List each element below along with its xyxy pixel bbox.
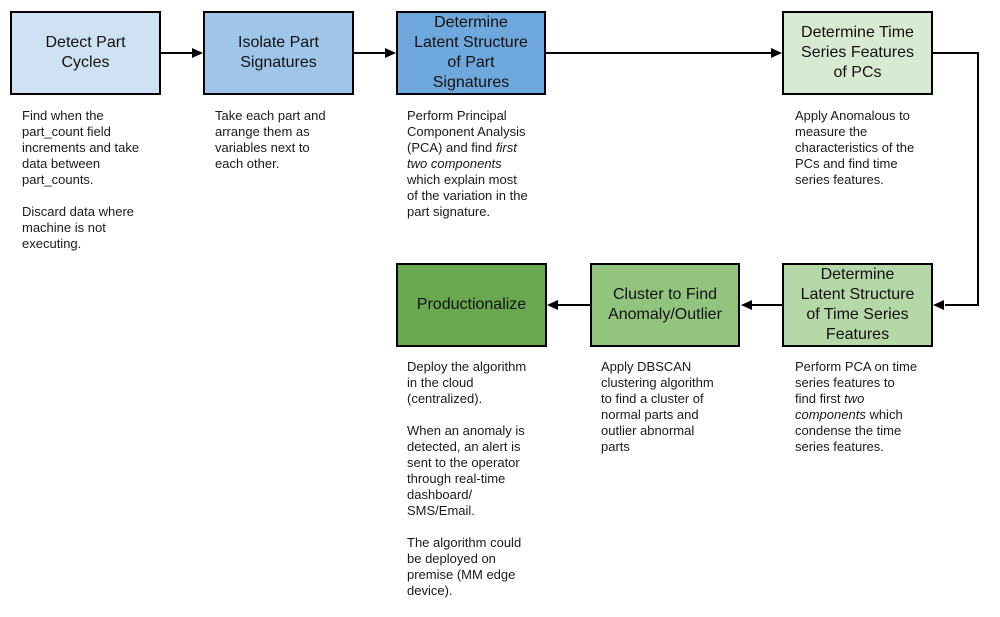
flow-node-isolate-part-signatures: Isolate Part Signatures: [203, 11, 354, 95]
arrow-elbow-bottom-segment: [945, 304, 979, 306]
arrowhead-left-icon: [741, 300, 752, 310]
arrow-line-isolate-to-latent: [354, 52, 385, 54]
arrow-line-latent-to-tsfeatures: [546, 52, 771, 54]
arrowhead-left-icon: [547, 300, 558, 310]
flow-node-description: Find when the part_count field increment…: [22, 108, 140, 251]
arrowhead-right-icon: [385, 48, 396, 58]
flow-node-determine-latent-structure-ts: Determine Latent Structure of Time Serie…: [782, 263, 933, 347]
flow-node-productionalize: Productionalize: [396, 263, 547, 347]
arrowhead-left-icon: [933, 300, 944, 310]
flow-node-description: Deploy the algorithm in the cloud (centr…: [407, 359, 527, 598]
flow-node-title: Productionalize: [416, 296, 527, 313]
flow-node-title: Isolate Part Signatures: [238, 34, 319, 71]
arrow-line-detect-to-isolate: [161, 52, 192, 54]
arrow-elbow-top-segment: [933, 52, 979, 54]
flow-node-title: Determine Latent Structure of Part Signa…: [414, 14, 528, 91]
flow-node-description: Apply Anomalous to measure the character…: [795, 108, 915, 187]
flow-node-title: Determine Time Series Features of PCs: [801, 24, 914, 81]
flow-node-description: Perform Principal Component Analysis (PC…: [407, 108, 528, 219]
flow-node-title: Cluster to Find Anomaly/Outlier: [608, 286, 722, 323]
arrowhead-right-icon: [192, 48, 203, 58]
flow-node-title: Detect Part Cycles: [45, 34, 126, 71]
arrow-line-tslatent-to-cluster: [752, 304, 782, 306]
flow-node-determine-time-series-features: Determine Time Series Features of PCs: [782, 11, 933, 95]
arrowhead-right-icon: [771, 48, 782, 58]
flow-node-description: Apply DBSCAN clustering algorithm to fin…: [601, 359, 714, 454]
flow-node-detect-part-cycles: Detect Part Cycles: [10, 11, 161, 95]
arrow-elbow-vertical-segment: [977, 52, 979, 306]
flow-node-cluster-anomaly-outlier: Cluster to Find Anomaly/Outlier: [590, 263, 740, 347]
flow-node-description: Take each part and arrange them as varia…: [215, 108, 326, 171]
arrow-line-cluster-to-productionalize: [558, 304, 590, 306]
flow-node-description: Perform PCA on time series features to f…: [795, 359, 918, 454]
flow-node-title: Determine Latent Structure of Time Serie…: [800, 266, 915, 343]
flow-node-determine-latent-structure-part: Determine Latent Structure of Part Signa…: [396, 11, 546, 95]
